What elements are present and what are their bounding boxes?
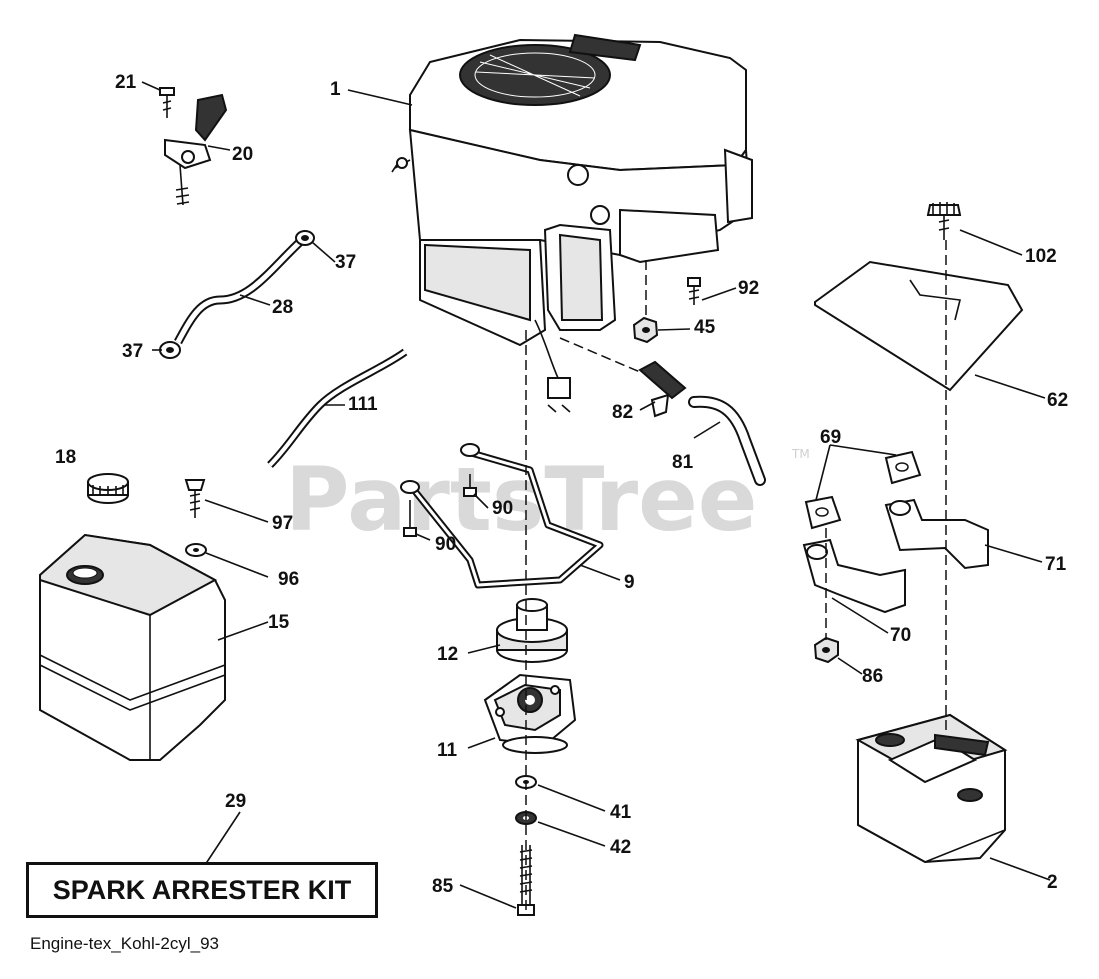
spark-arrester-kit-label: SPARK ARRESTER KIT <box>52 874 352 905</box>
screw-92 <box>687 277 701 305</box>
washer-96 <box>185 543 207 557</box>
leader-lines <box>141 81 1051 909</box>
callout-71: 71 <box>1045 554 1067 575</box>
callout-69: 69 <box>820 427 841 448</box>
callout-21: 21 <box>115 72 137 93</box>
pulley-12 <box>496 598 568 663</box>
heat-shield-62 <box>814 260 1024 392</box>
screw-102 <box>926 202 962 240</box>
screw-21 <box>159 87 175 118</box>
callout-28: 28 <box>272 297 293 318</box>
callout-92: 92 <box>738 278 759 299</box>
callout-37-lower: 37 <box>122 341 143 362</box>
callout-102: 102 <box>1025 246 1057 267</box>
alignment-line-connector <box>559 337 641 373</box>
connector-82 <box>638 360 687 418</box>
callout-18: 18 <box>55 447 76 468</box>
screw-90-upper <box>463 474 477 497</box>
fuel-line-28 <box>174 236 306 345</box>
callout-85: 85 <box>432 876 454 897</box>
engine <box>391 33 753 413</box>
callout-86: 86 <box>862 666 883 687</box>
gasket-69-a <box>804 495 842 530</box>
drawing-code: Engine-tex_Kohl-2cyl_93 <box>30 934 220 953</box>
callout-11: 11 <box>437 740 458 761</box>
nut-86 <box>813 636 839 664</box>
callout-111: 111 <box>348 394 378 415</box>
muffler-2 <box>855 713 1008 864</box>
gasket-69-b <box>884 450 922 485</box>
screw-97 <box>184 479 206 518</box>
callout-37-upper: 37 <box>335 252 356 273</box>
callout-45: 45 <box>694 317 716 338</box>
callout-42: 42 <box>610 837 631 858</box>
exhaust-pipe-70 <box>802 538 906 614</box>
callout-9: 9 <box>624 572 635 593</box>
callout-2: 2 <box>1047 872 1058 893</box>
callout-20: 20 <box>232 144 253 165</box>
callout-15: 15 <box>268 612 290 633</box>
hose-111 <box>267 348 408 468</box>
callout-90-lower: 90 <box>435 534 456 555</box>
screw-90-lower <box>403 500 417 537</box>
callout-96: 96 <box>278 569 299 590</box>
callout-41: 41 <box>610 802 632 823</box>
fuel-tank-15 <box>39 533 226 761</box>
watermark-trademark: TM <box>791 447 810 461</box>
callout-97: 97 <box>272 513 293 534</box>
callout-70: 70 <box>890 625 911 646</box>
fuel-cap-18 <box>87 473 129 504</box>
throttle-control <box>164 93 228 206</box>
callout-1: 1 <box>330 79 341 100</box>
callout-82: 82 <box>612 402 633 423</box>
clamp-37-upper <box>295 230 315 246</box>
pto-clutch-11 <box>483 673 577 754</box>
bracket-9 <box>400 443 604 589</box>
exhaust-pipe-71 <box>884 498 989 570</box>
callout-62: 62 <box>1047 390 1068 411</box>
tube-81 <box>688 395 766 486</box>
clamp-37-lower <box>159 341 181 359</box>
callout-90-upper: 90 <box>492 498 513 519</box>
spark-arrester-kit-box: SPARK ARRESTER KIT <box>26 862 378 918</box>
callout-81: 81 <box>672 452 694 473</box>
nut-45 <box>632 316 659 344</box>
callout-29: 29 <box>225 791 246 812</box>
callout-12: 12 <box>437 644 458 665</box>
